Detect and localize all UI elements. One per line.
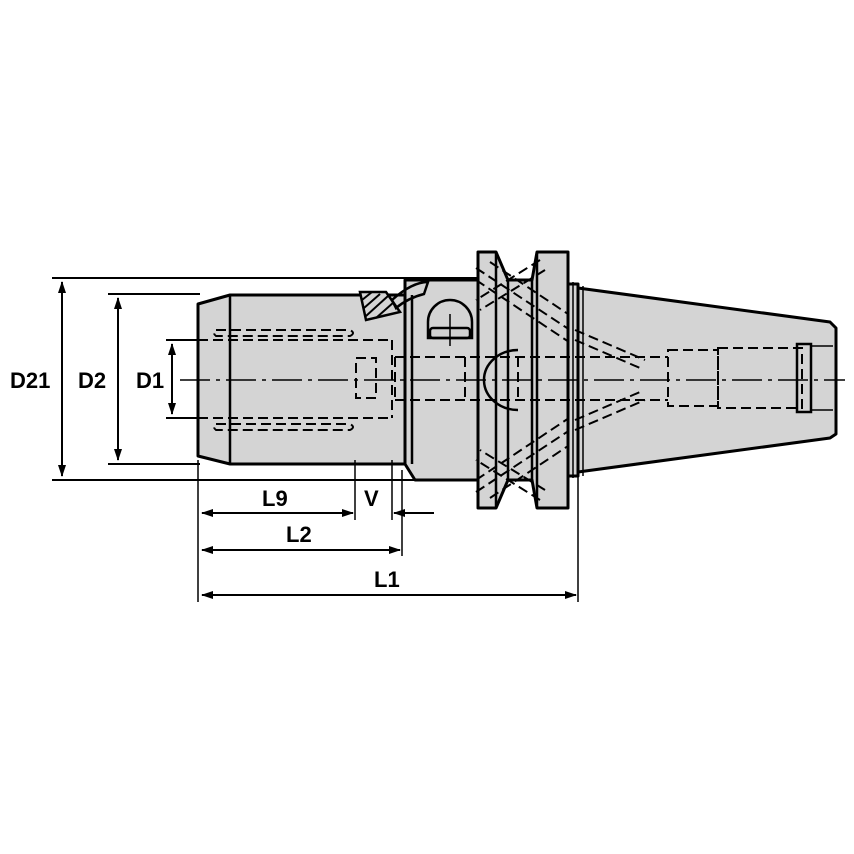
label-l9: L9	[262, 486, 288, 511]
length-dimensions	[197, 460, 579, 602]
label-l2: L2	[286, 522, 312, 547]
label-v: V	[364, 486, 379, 511]
label-d2: D2	[78, 368, 106, 393]
label-l1: L1	[374, 567, 400, 592]
label-d21: D21	[10, 368, 50, 393]
clamp-screw	[358, 280, 430, 322]
drive-slot	[426, 298, 474, 346]
label-d1: D1	[136, 368, 164, 393]
diameter-dimensions	[52, 277, 478, 481]
